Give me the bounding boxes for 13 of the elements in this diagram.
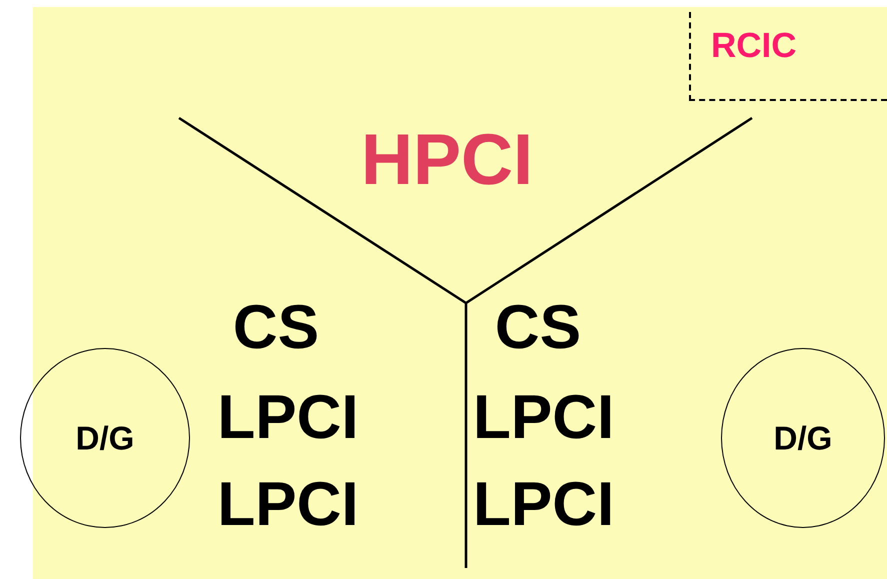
system-label: LPCI: [473, 387, 614, 449]
node-label: RCIC: [711, 28, 797, 63]
system-label: HPCI: [360, 124, 534, 196]
system-label: LPCI: [217, 474, 359, 536]
system-label: CS: [494, 297, 582, 359]
dashed-region: [689, 12, 887, 101]
system-label: LPCI: [473, 474, 614, 536]
circle-node: [20, 348, 190, 528]
system-label: LPCI: [217, 387, 359, 449]
system-label: CS: [232, 297, 320, 359]
node-label: D/G: [76, 422, 134, 454]
circle-node: [721, 348, 885, 528]
node-label: D/G: [774, 422, 832, 454]
